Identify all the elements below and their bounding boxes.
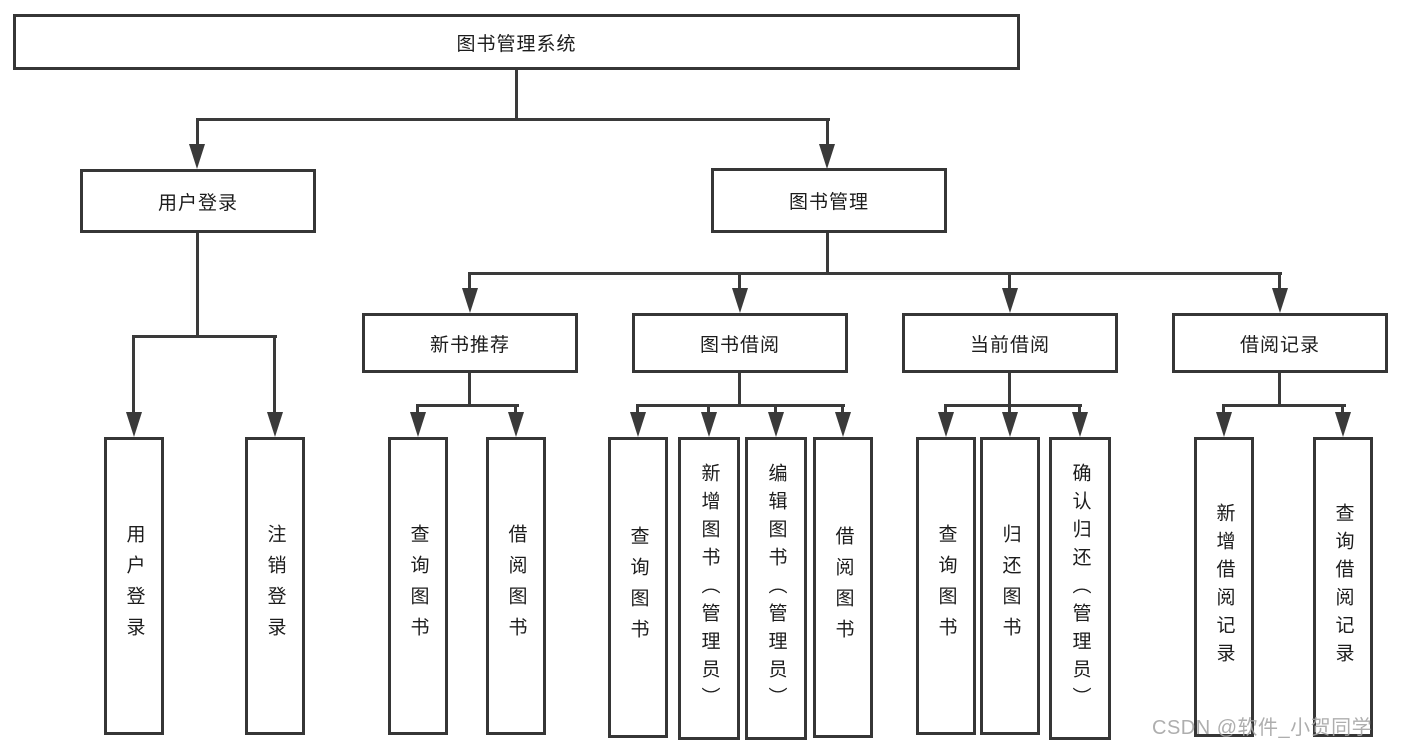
connector-line <box>196 233 199 335</box>
arrow-down-icon <box>189 144 205 169</box>
connector-line <box>1278 272 1281 290</box>
node-label: 当前借阅 <box>969 334 1050 356</box>
leaf-query-borrow-record: 查询借阅记录 <box>1313 437 1373 737</box>
arrow-down-icon <box>1272 288 1288 313</box>
leaf-return-books: 归还图书 <box>980 437 1040 735</box>
node-borrow-record: 借阅记录 <box>1172 313 1388 373</box>
connector-line <box>416 404 519 407</box>
connector-line <box>1222 404 1346 407</box>
node-label: 用户登录 <box>123 524 145 648</box>
connector-line <box>1278 373 1281 404</box>
node-label: 查询图书 <box>407 524 429 648</box>
arrow-down-icon <box>701 412 717 437</box>
connector-line <box>196 118 830 121</box>
node-label: 注销登录 <box>264 524 286 648</box>
leaf-add-borrow-record: 新增借阅记录 <box>1194 437 1254 737</box>
leaf-edit-books-admin: 编辑图书（管理员） <box>745 437 807 740</box>
connector-line <box>944 404 1082 407</box>
arrow-down-icon <box>1335 412 1351 437</box>
connector-line <box>416 404 419 414</box>
arrow-down-icon <box>508 412 524 437</box>
csdn-watermark: CSDN @软件_小贺同学 <box>1152 717 1373 739</box>
node-label: 新增借阅记录 <box>1213 503 1235 671</box>
connector-line <box>1008 272 1011 290</box>
connector-line <box>1222 404 1225 414</box>
node-label: 编辑图书（管理员） <box>765 462 787 715</box>
leaf-add-books-admin: 新增图书（管理员） <box>678 437 740 740</box>
arrow-down-icon <box>732 288 748 313</box>
node-label: 图书借阅 <box>699 334 780 356</box>
connector-line <box>1078 404 1081 414</box>
arrow-down-icon <box>819 144 835 169</box>
node-book-borrow: 图书借阅 <box>632 313 848 373</box>
connector-line <box>468 272 471 290</box>
connector-line <box>196 118 199 148</box>
connector-line <box>468 373 471 404</box>
leaf-user-login: 用户登录 <box>104 437 164 735</box>
node-label: 新书推荐 <box>429 334 510 356</box>
node-new-book-recommend: 新书推荐 <box>362 313 578 373</box>
connector-line <box>707 404 710 414</box>
node-label: 借阅记录 <box>1239 334 1320 356</box>
connector-line <box>515 70 518 118</box>
node-label: 借阅图书 <box>505 524 527 648</box>
leaf-confirm-return-admin: 确认归还（管理员） <box>1049 437 1111 740</box>
arrow-down-icon <box>835 412 851 437</box>
connector-line <box>944 404 947 414</box>
arrow-down-icon <box>1002 412 1018 437</box>
connector-line <box>826 118 829 148</box>
connector-line <box>774 404 777 414</box>
arrow-down-icon <box>1216 412 1232 437</box>
connector-line <box>132 335 277 338</box>
node-label: 查询借阅记录 <box>1332 503 1354 671</box>
node-label: 查询图书 <box>627 525 649 650</box>
node-library-management-system: 图书管理系统 <box>13 14 1020 70</box>
connector-line <box>738 373 741 404</box>
connector-line <box>1008 373 1011 404</box>
arrow-down-icon <box>768 412 784 437</box>
connector-line <box>738 272 741 290</box>
arrow-down-icon <box>630 412 646 437</box>
connector-line <box>1341 404 1344 414</box>
leaf-query-books-recommend: 查询图书 <box>388 437 448 735</box>
connector-line <box>514 404 517 414</box>
leaf-borrow-books-recommend: 借阅图书 <box>486 437 546 735</box>
node-label: 图书管理 <box>788 192 869 213</box>
node-label: 新增图书（管理员） <box>698 462 720 715</box>
arrow-down-icon <box>267 412 283 437</box>
arrow-down-icon <box>1072 412 1088 437</box>
node-book-management: 图书管理 <box>711 168 947 233</box>
node-label: 图书管理系统 <box>456 33 577 55</box>
connector-line <box>636 404 845 407</box>
connector-line <box>826 233 829 272</box>
arrow-down-icon <box>126 412 142 437</box>
arrow-down-icon <box>410 412 426 437</box>
arrow-down-icon <box>462 288 478 313</box>
leaf-query-books-borrow: 查询图书 <box>608 437 668 738</box>
connector-line <box>132 335 135 413</box>
node-user-login: 用户登录 <box>80 169 316 233</box>
node-label: 确认归还（管理员） <box>1069 462 1091 715</box>
arrow-down-icon <box>938 412 954 437</box>
node-label: 查询图书 <box>935 524 957 648</box>
connector-line <box>636 404 639 414</box>
node-label: 归还图书 <box>999 524 1021 648</box>
arrow-down-icon <box>1002 288 1018 313</box>
connector-line <box>1008 404 1011 414</box>
connector-line <box>273 335 276 413</box>
leaf-query-books-current: 查询图书 <box>916 437 976 735</box>
leaf-logout: 注销登录 <box>245 437 305 735</box>
node-label: 借阅图书 <box>832 525 854 650</box>
connector-line <box>468 272 1282 275</box>
connector-line <box>841 404 844 414</box>
node-current-borrow: 当前借阅 <box>902 313 1118 373</box>
node-label: 用户登录 <box>157 192 238 214</box>
leaf-borrow-books: 借阅图书 <box>813 437 873 738</box>
